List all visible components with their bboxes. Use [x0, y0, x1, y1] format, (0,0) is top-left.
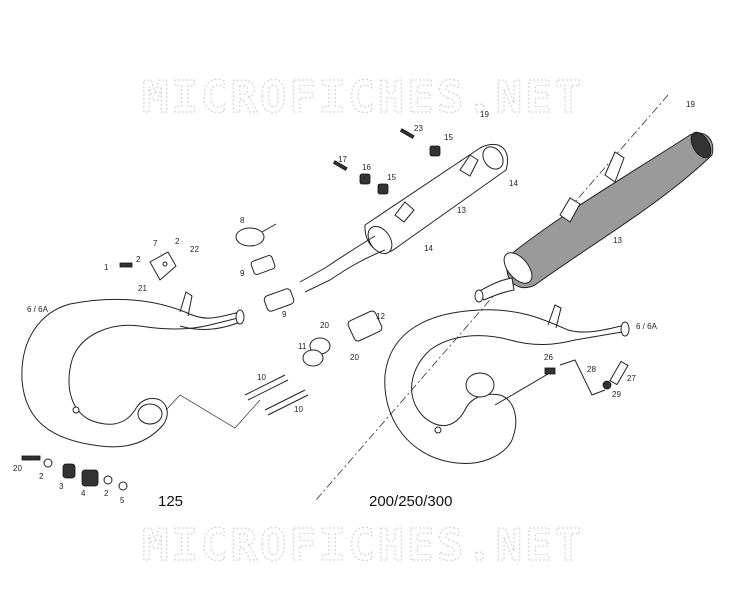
coupler-9 [263, 288, 295, 312]
grommet-15b [429, 145, 441, 157]
muffler-200-250-300 [474, 131, 714, 303]
part-label-20b: 20 [350, 353, 359, 362]
grommet-4 [81, 469, 99, 487]
hose-28 [559, 359, 606, 396]
part-label-27: 27 [627, 374, 636, 383]
bolt-17 [332, 160, 348, 171]
grommet-3 [62, 463, 76, 479]
part-label-13a: 13 [457, 206, 466, 215]
part-label-6-6a-right: 6 / 6A [636, 322, 658, 331]
leader-line-125 [165, 394, 261, 429]
bolt-20 [21, 455, 41, 461]
watermark-top: MICROFICHES.NET [142, 72, 584, 123]
variant-separator-line [315, 94, 669, 501]
washer-2b [103, 475, 113, 485]
nut-5 [118, 481, 128, 491]
muffler-125 [299, 143, 508, 293]
part-label-8: 8 [240, 216, 245, 225]
part-label-6-6a-left: 6 / 6A [27, 305, 49, 314]
exhaust-pipe-125 [21, 291, 245, 448]
part-label-28: 28 [587, 365, 596, 374]
part-label-7: 7 [153, 239, 158, 248]
part-label-10a: 10 [257, 373, 266, 382]
part-label-2d: 2 [104, 489, 109, 498]
clip-29 [602, 380, 612, 390]
sleeve-9 [250, 255, 276, 275]
grommet-15a [377, 183, 389, 195]
part-label-10b: 10 [294, 405, 303, 414]
part-label-2c: 2 [39, 472, 44, 481]
fitting-26 [544, 367, 556, 375]
part-label-2b: 2 [175, 237, 180, 246]
part-label-19a: 19 [480, 110, 489, 119]
part-label-15b: 15 [444, 133, 453, 142]
part-label-15a: 15 [387, 173, 396, 182]
part-label-4: 4 [81, 489, 86, 498]
flange-12 [347, 310, 383, 342]
part-label-1: 1 [104, 263, 109, 272]
part-label-20a: 20 [320, 321, 329, 330]
part-label-21: 21 [138, 284, 147, 293]
bolt-1 [119, 262, 133, 268]
part-label-19b: 19 [686, 100, 695, 109]
part-label-5: 5 [120, 496, 125, 505]
spring-10a [244, 374, 289, 401]
part-label-13b: 13 [613, 236, 622, 245]
part-label-16: 16 [362, 163, 371, 172]
mounting-bracket [149, 251, 177, 281]
bolt-23 [399, 128, 415, 139]
clamp-spring-8 [235, 223, 277, 247]
spring-10b [264, 389, 309, 416]
drain-tube [494, 373, 549, 406]
tube-27 [609, 360, 629, 386]
part-label-2a: 2 [136, 255, 141, 264]
part-label-9a: 9 [240, 269, 245, 278]
part-label-23: 23 [414, 124, 423, 133]
variant-label-200-250-300: 200/250/300 [369, 493, 452, 510]
part-label-26: 26 [544, 353, 553, 362]
part-label-12: 12 [376, 312, 385, 321]
watermark-bottom: MICROFICHES.NET [142, 520, 584, 571]
part-label-29: 29 [612, 390, 621, 399]
part-label-14b: 14 [424, 244, 433, 253]
washer-2a [43, 458, 53, 468]
exhaust-pipe-200-250-300 [384, 304, 630, 464]
part-label-22: 22 [190, 245, 199, 254]
part-label-14a: 14 [509, 179, 518, 188]
spacer-16 [359, 173, 371, 185]
part-label-3: 3 [59, 482, 64, 491]
part-label-17: 17 [338, 155, 347, 164]
variant-label-125: 125 [158, 493, 183, 510]
gasket-11b [302, 349, 324, 367]
part-label-11: 11 [298, 342, 307, 351]
part-label-20c: 20 [13, 464, 22, 473]
part-label-9b: 9 [282, 310, 287, 319]
